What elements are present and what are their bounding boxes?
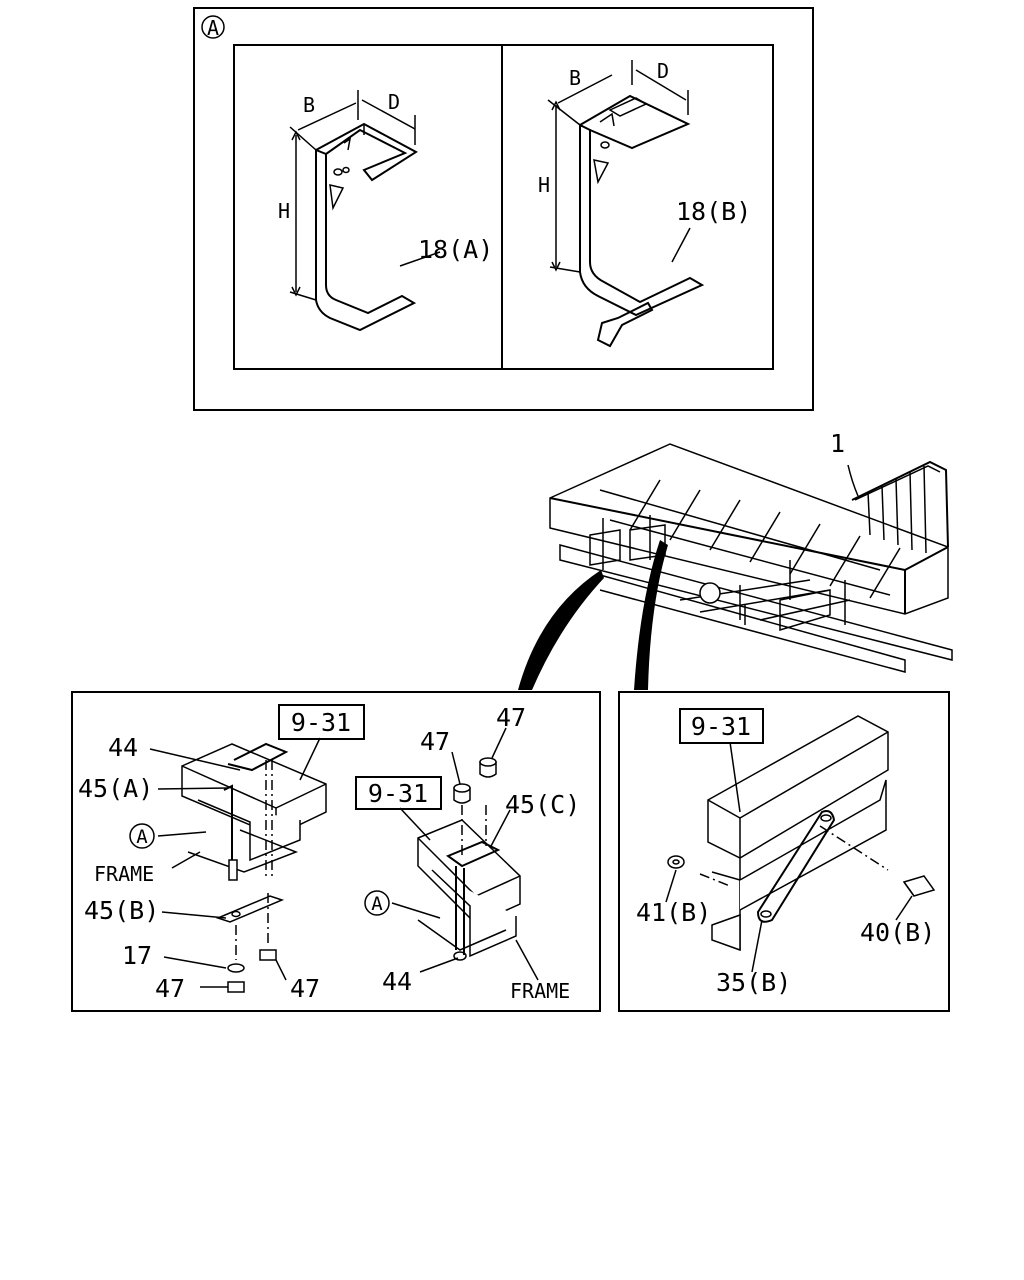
left-part-44-label: 44 [108, 733, 138, 762]
bracket-b-dim-b: B [569, 66, 581, 90]
left-marker-a: A [136, 826, 148, 848]
bracket-b-dim-d: D [657, 59, 669, 83]
bracket-18a-drawing [289, 90, 441, 332]
middle-subassembly-drawing [364, 727, 539, 981]
middle-ref-box [355, 776, 442, 810]
middle-frame-label: FRAME [510, 979, 570, 1003]
part-40b-label: 40(B) [860, 918, 935, 947]
callout-sweep-right [634, 540, 668, 690]
right-ref-box [679, 708, 764, 744]
middle-part-47-top-left-label: 47 [420, 727, 450, 756]
mounting-detail-left-panel [71, 691, 601, 1012]
bracket-a-dim-h: H [278, 199, 290, 223]
left-ref-box [278, 704, 365, 740]
part-41b-label: 41(B) [636, 898, 711, 927]
left-part-47-lower-right-label: 47 [290, 974, 320, 1003]
mounting-detail-right-panel [618, 691, 950, 1012]
detail-a-panel: A [193, 7, 814, 411]
detail-a-marker: A [207, 16, 219, 40]
left-subassembly-drawing [129, 737, 327, 993]
left-part-47-lower-left-label: 47 [155, 974, 185, 1003]
detail-a-marker-circle [201, 15, 225, 39]
callout-sweep-left [518, 570, 604, 690]
middle-ref-label: 9-31 [368, 779, 428, 808]
bracket-18b-drawing [547, 60, 705, 348]
bracket-a-dim-b: B [303, 93, 315, 117]
bracket-a-dim-d: D [388, 90, 400, 114]
part-1-label: 1 [830, 429, 845, 458]
truck-body-overview [549, 443, 953, 673]
right-subassembly-drawing [665, 715, 936, 973]
part-35b-label: 35(B) [716, 968, 791, 997]
middle-part-47-top-right-label: 47 [496, 703, 526, 732]
middle-marker-a: A [371, 893, 383, 915]
left-ref-label: 9-31 [291, 708, 351, 737]
left-frame-label: FRAME [94, 862, 154, 886]
part-18b-label: 18(B) [676, 197, 751, 226]
right-ref-label: 9-31 [691, 712, 751, 741]
middle-part-45c-label: 45(C) [505, 790, 580, 819]
part-18a-label: 18(A) [418, 235, 493, 264]
left-part-45a-label: 45(A) [78, 774, 153, 803]
left-part-45b-label: 45(B) [84, 896, 159, 925]
middle-part-44-label: 44 [382, 967, 412, 996]
left-part-17-label: 17 [122, 941, 152, 970]
bracket-b-dim-h: H [538, 173, 550, 197]
